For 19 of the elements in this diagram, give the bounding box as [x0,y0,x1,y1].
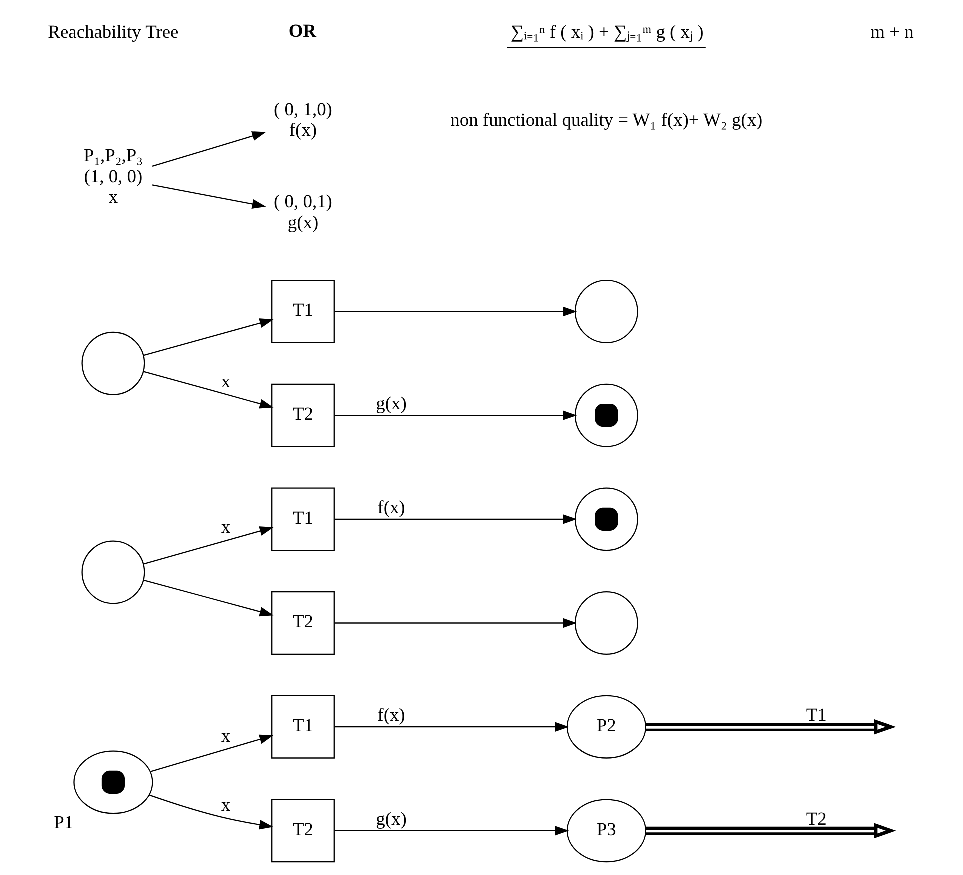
edge-label: g(x) [376,808,407,829]
edge-label: x [221,726,231,746]
label: non functional quality = W₁ f(x)+ W₂ g(x) [450,110,763,130]
node-text: P₁,P₂,P₃ (1, 0, 0) x [84,146,144,208]
node-text: ( 0, 0,1) g(x) [274,192,332,232]
label: OR [288,20,316,41]
edge-label: g(x) [376,394,407,414]
label: Reachability Tree [48,22,179,42]
edge-label: x [221,372,231,392]
label: m + n [870,22,914,42]
edge-label: f(x) [378,705,406,726]
edge-label: T1 [806,705,827,726]
edge-label: x [221,517,231,538]
label: ∑ᵢ₌₁ⁿ f ( xᵢ ) + ∑ⱼ₌₁ᵐ g ( xⱼ ) [510,22,704,42]
edge-label: T2 [806,808,827,829]
edge-label: x [221,795,231,816]
node-text: ( 0, 1,0) f(x) [274,99,332,140]
edge-label: f(x) [378,497,406,518]
node-label: P1 [54,812,74,832]
